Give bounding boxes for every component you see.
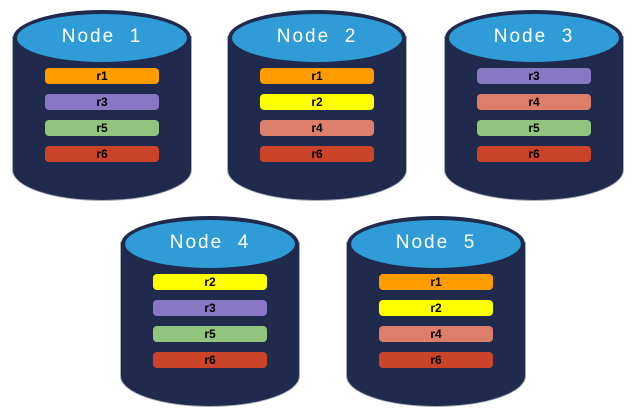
node-cylinder-4: Node 4 r2 r3 r5 r6 [121, 216, 299, 406]
replica-label: r1 [430, 275, 442, 289]
node-cylinder-2: Node 2 r1 r2 r4 r6 [228, 10, 406, 200]
node-top-ellipse: Node 2 [228, 10, 406, 66]
replica-label: r4 [528, 95, 540, 109]
replica-bar-r5: r5 [477, 120, 591, 136]
replica-label: r6 [204, 353, 216, 367]
replica-label: r1 [311, 69, 323, 83]
replica-bar-r2: r2 [379, 300, 493, 316]
replica-bar-r6: r6 [153, 352, 267, 368]
replica-label: r6 [311, 147, 323, 161]
replica-bar-r6: r6 [379, 352, 493, 368]
replica-label: r5 [96, 121, 108, 135]
node-title: Node 5 [395, 232, 477, 253]
replica-bar-r4: r4 [379, 326, 493, 342]
replica-bar-r5: r5 [45, 120, 159, 136]
replica-bar-r3: r3 [153, 300, 267, 316]
node-title: Node 2 [276, 26, 358, 47]
replica-label: r2 [204, 275, 216, 289]
replica-label: r5 [528, 121, 540, 135]
replica-bar-r3: r3 [45, 94, 159, 110]
node-top-ellipse: Node 4 [121, 216, 299, 272]
replica-bar-r5: r5 [153, 326, 267, 342]
replica-list: r3 r4 r5 r6 [445, 68, 623, 162]
replica-label: r5 [204, 327, 216, 341]
replica-label: r2 [311, 95, 323, 109]
replica-label: r2 [430, 301, 442, 315]
replica-bar-r1: r1 [260, 68, 374, 84]
replica-label: r3 [528, 69, 540, 83]
replica-bar-r6: r6 [477, 146, 591, 162]
replica-label: r4 [311, 121, 323, 135]
replica-bar-r4: r4 [260, 120, 374, 136]
node-top-ellipse: Node 1 [13, 10, 191, 66]
node-title: Node 3 [493, 26, 575, 47]
node-top-ellipse: Node 3 [445, 10, 623, 66]
replica-label: r1 [96, 69, 108, 83]
replica-label: r6 [430, 353, 442, 367]
replica-label: r3 [204, 301, 216, 315]
replica-bar-r3: r3 [477, 68, 591, 84]
replica-bar-r1: r1 [45, 68, 159, 84]
replica-list: r1 r2 r4 r6 [228, 68, 406, 162]
replica-label: r6 [528, 147, 540, 161]
replica-bar-r2: r2 [153, 274, 267, 290]
node-cylinder-3: Node 3 r3 r4 r5 r6 [445, 10, 623, 200]
replica-bar-r6: r6 [260, 146, 374, 162]
node-cylinder-1: Node 1 r1 r3 r5 r6 [13, 10, 191, 200]
node-title: Node 4 [169, 232, 251, 253]
replica-label: r3 [96, 95, 108, 109]
replica-list: r1 r2 r4 r6 [347, 274, 525, 368]
replica-bar-r4: r4 [477, 94, 591, 110]
replica-label: r4 [430, 327, 442, 341]
replica-bar-r6: r6 [45, 146, 159, 162]
replica-list: r1 r3 r5 r6 [13, 68, 191, 162]
node-cylinder-5: Node 5 r1 r2 r4 r6 [347, 216, 525, 406]
replica-bar-r2: r2 [260, 94, 374, 110]
replica-label: r6 [96, 147, 108, 161]
node-top-ellipse: Node 5 [347, 216, 525, 272]
replica-list: r2 r3 r5 r6 [121, 274, 299, 368]
replica-bar-r1: r1 [379, 274, 493, 290]
node-title: Node 1 [61, 26, 143, 47]
